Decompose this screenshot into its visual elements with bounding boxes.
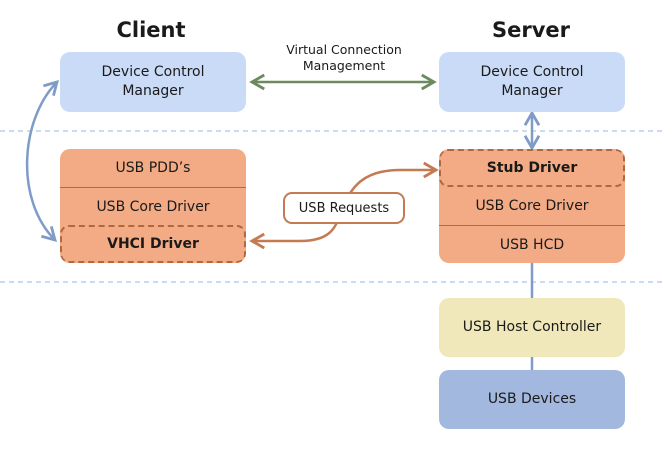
server-device-control-manager[interactable]: Device Control Manager <box>439 52 625 112</box>
client-vhci-driver[interactable]: VHCI Driver <box>60 225 246 263</box>
server-stub-driver[interactable]: Stub Driver <box>439 149 625 187</box>
usb-devices[interactable]: USB Devices <box>439 370 625 429</box>
client-dcm-label: Device Control Manager <box>101 64 205 99</box>
usb-host-controller-label: USB Host Controller <box>462 319 602 335</box>
server-title: Server <box>491 18 570 42</box>
client-driver-stack: USB PDD’s USB Core Driver VHCI Driver <box>60 149 246 263</box>
server-dcm-label: Device Control Manager <box>480 64 584 99</box>
client-device-control-manager[interactable]: Device Control Manager <box>60 52 246 112</box>
server-usb-hcd[interactable]: USB HCD <box>439 225 625 263</box>
server-driver-stack: Stub Driver USB Core Driver USB HCD <box>439 149 625 263</box>
usb-requests-label: USB Requests <box>283 192 405 224</box>
usb-devices-label: USB Devices <box>487 391 577 407</box>
client-title: Client <box>116 18 186 42</box>
virtual-connection-label: Virtual Connection Management <box>264 42 424 74</box>
virtual-connection-label-line2: Management <box>302 58 386 73</box>
virtual-connection-label-line1: Virtual Connection <box>286 42 402 57</box>
server-usb-core-driver[interactable]: USB Core Driver <box>475 198 589 214</box>
usb-host-controller[interactable]: USB Host Controller <box>439 298 625 357</box>
client-usb-pdds[interactable]: USB PDD’s <box>115 160 191 176</box>
client-usb-core-driver[interactable]: USB Core Driver <box>60 187 246 225</box>
client-dcm-vhci-arrow <box>25 79 59 242</box>
